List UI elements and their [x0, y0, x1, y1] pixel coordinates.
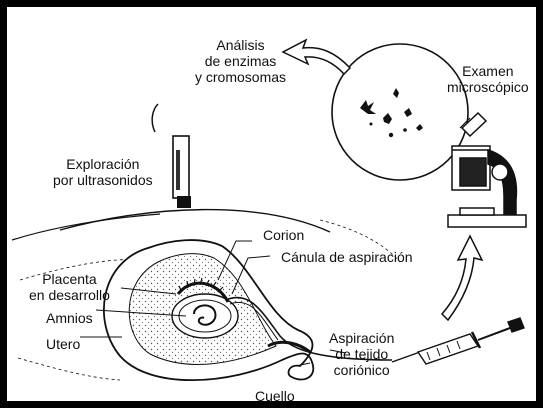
label-exploracion-ultrasonidos: Exploración por ultrasonidos — [53, 156, 153, 188]
label-aspiracion-tejido-corionico: Aspiración de tejido coriónico — [329, 330, 394, 378]
label-canula-aspiracion: Cánula de aspiración — [281, 249, 413, 265]
cycle-arrow-right — [442, 236, 482, 320]
ultrasound-probe-icon — [152, 104, 191, 208]
cycle-arrow-top — [283, 40, 350, 74]
chromosome-specks — [360, 88, 423, 137]
label-examen-microscopico: Examen microscópico — [447, 63, 529, 95]
microscope-icon — [448, 113, 526, 227]
syringe-icon — [392, 318, 524, 364]
label-utero: Utero — [46, 336, 80, 352]
label-corion: Corion — [263, 227, 304, 243]
label-analisis: Análisis de enzimas y cromosomas — [195, 37, 286, 85]
label-cuello: Cuello — [255, 388, 295, 404]
label-amnios: Amnios — [46, 310, 93, 326]
label-placenta-desarrollo: Placenta en desarrollo — [29, 271, 110, 303]
